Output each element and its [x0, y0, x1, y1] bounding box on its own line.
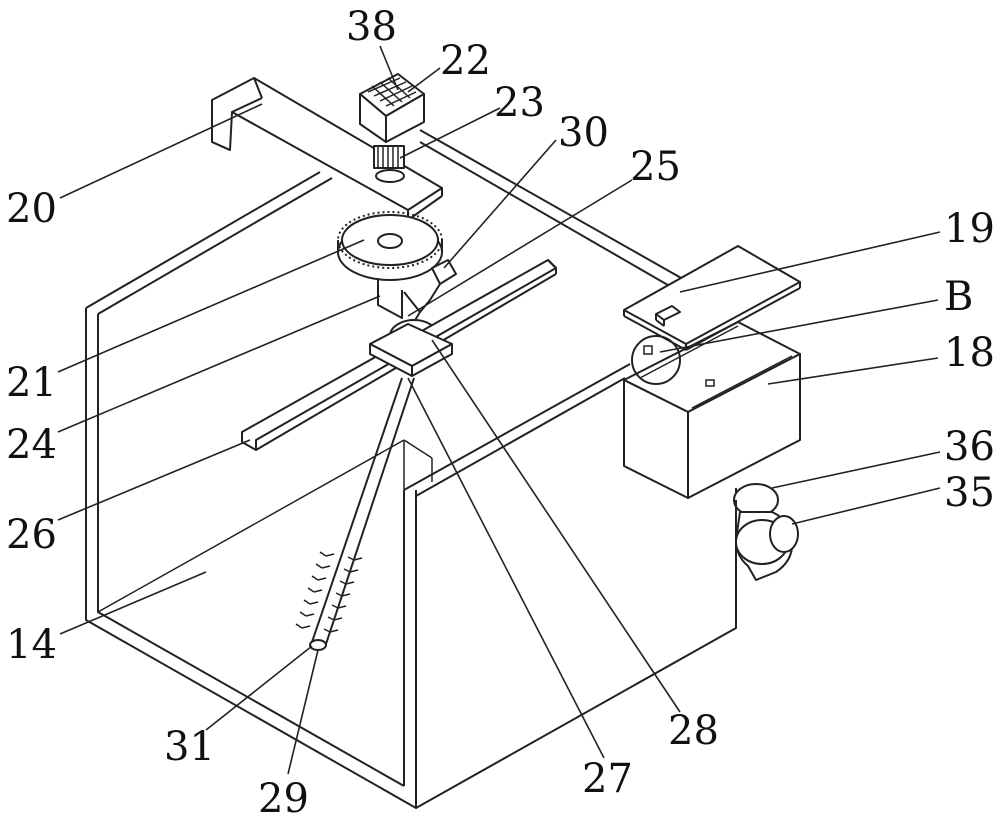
- label-29: 29: [258, 776, 309, 822]
- label-22: 22: [440, 38, 491, 84]
- stirring-rod: [295, 377, 415, 651]
- label-20: 20: [6, 186, 57, 232]
- gear: [337, 211, 443, 319]
- rail: [241, 259, 557, 451]
- label-14: 14: [6, 622, 57, 668]
- label-19: 19: [944, 206, 995, 252]
- reference-labels: 38 22 23 30 25 19 B 18 36 35 20 21 24 26…: [6, 4, 995, 822]
- detail-circle-b: [631, 335, 681, 385]
- motor-unit: [359, 73, 425, 183]
- coupling: [373, 145, 405, 169]
- label-23: 23: [494, 80, 545, 126]
- label-25: 25: [630, 144, 681, 190]
- label-21: 21: [6, 360, 57, 406]
- leader-lines: [57, 45, 941, 775]
- label-36: 36: [944, 424, 995, 470]
- label-38: 38: [346, 4, 397, 50]
- blades: [295, 551, 363, 633]
- lid: [623, 245, 801, 351]
- label-28: 28: [668, 708, 719, 754]
- label-b: B: [944, 274, 973, 320]
- label-27: 27: [582, 756, 633, 802]
- label-26: 26: [6, 512, 57, 558]
- pump: [733, 483, 799, 581]
- label-24: 24: [6, 422, 57, 468]
- label-30: 30: [558, 110, 609, 156]
- label-18: 18: [944, 330, 995, 376]
- label-35: 35: [944, 470, 995, 516]
- label-31: 31: [164, 724, 215, 770]
- feed-box: [623, 321, 801, 499]
